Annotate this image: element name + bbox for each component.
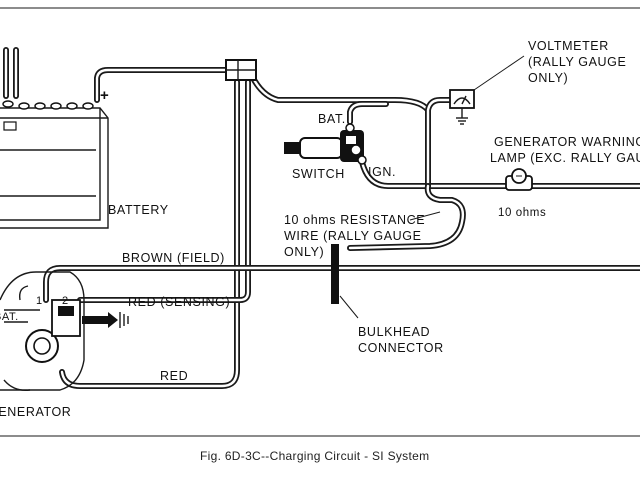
battery-plus-label: + [100, 87, 109, 104]
generator-terminal-1-label: 1 [36, 295, 43, 307]
brown-field-label: BROWN (FIELD) [122, 251, 225, 265]
battery-label: BATTERY [108, 203, 169, 217]
wiring-harness [3, 47, 640, 389]
warning-lamp-label-line-2: LAMP (EXC. RALLY GAUGE) [490, 151, 640, 165]
resistance-wire-label-line-2: WIRE (RALLY GAUGE [284, 229, 422, 243]
red-sensing-label: RED (SENSING) [128, 295, 230, 309]
voltmeter-label-line-2: (RALLY GAUGE [528, 55, 626, 69]
switch-label: SWITCH [292, 167, 345, 181]
bulkhead-label-line-1: BULKHEAD [358, 325, 430, 339]
figure-caption: Fig. 6D-3C--Charging Circuit - SI System [200, 449, 429, 463]
warning-lamp-label-line-1: GENERATOR WARNING [494, 135, 640, 149]
diagram-frame [0, 7, 640, 437]
generator-terminal-2-label: 2 [62, 295, 69, 307]
generator-symbol [0, 271, 129, 391]
switch-ign-label: IGN. [368, 165, 396, 179]
switch-bat-label: BAT. [318, 112, 346, 126]
warning-lamp-symbol [505, 168, 533, 191]
resistance-leader-line [409, 211, 441, 221]
bulkhead-connector-symbol [331, 244, 359, 319]
voltmeter-label-line-3: ONLY) [528, 71, 568, 85]
bulkhead-leader-line [339, 295, 359, 319]
voltmeter-label-line-1: VOLTMETER [528, 39, 609, 53]
red-label: RED [160, 369, 188, 383]
voltmeter-leader-line [473, 55, 525, 91]
bulkhead-label-line-2: CONNECTOR [358, 341, 444, 355]
battery-cell-caps [2, 100, 94, 110]
warning-lamp-ohms-label: 10 ohms [498, 207, 546, 219]
junction-block [225, 59, 257, 81]
generator-bat-label: BAT. [0, 311, 19, 323]
resistance-wire-label-line-1: 10 ohms RESISTANCE [284, 213, 425, 227]
voltmeter-symbol [449, 55, 525, 125]
generator-label: GENERATOR [0, 405, 71, 419]
ignition-switch-symbol [284, 123, 367, 165]
resistance-wire-label-line-3: ONLY) [284, 245, 324, 259]
battery-symbol: + [0, 87, 109, 229]
